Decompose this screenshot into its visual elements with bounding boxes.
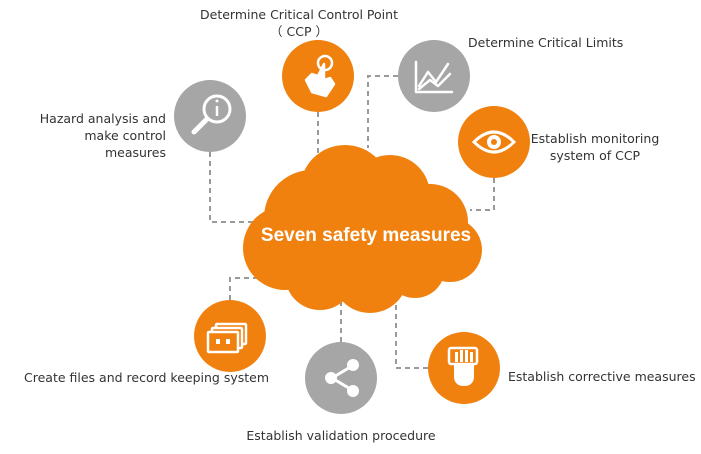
- connector-corrective: [395, 292, 428, 369]
- label-monitoring: Establish monitoring system of CCP: [530, 130, 660, 164]
- label-monitoring-line2: system of CCP: [549, 148, 641, 163]
- connector-hazard: [209, 152, 258, 223]
- label-files: Create files and record keeping system: [24, 369, 284, 386]
- label-hazard-line1: Hazard analysis and: [39, 111, 166, 126]
- label-validation-line1: Establish validation procedure: [246, 428, 436, 443]
- node-files: [194, 300, 266, 372]
- connector-limits: [367, 75, 398, 148]
- node-limits: [398, 40, 470, 112]
- magnifier-info-icon: [191, 94, 232, 135]
- central-cloud: [243, 145, 482, 313]
- label-files-line1: Create files and record keeping system: [24, 370, 270, 385]
- label-validation: Establish validation procedure: [236, 427, 446, 444]
- node-corrective: [428, 332, 500, 404]
- node-validation: [305, 342, 377, 414]
- label-corrective-line1: Establish corrective measures: [508, 369, 696, 384]
- label-limits: Determine Critical Limits: [468, 34, 668, 51]
- label-ccp-line1: Determine Critical Control Point: [200, 7, 398, 22]
- label-ccp-line2: （ CCP ）: [270, 24, 328, 39]
- node-hazard: [174, 80, 246, 152]
- folders-icon: [206, 322, 248, 354]
- label-hazard: Hazard analysis and make control measure…: [20, 110, 166, 161]
- line-chart-icon: [414, 60, 454, 94]
- touch-hand-icon: [304, 54, 336, 98]
- hand-stop-icon: [447, 346, 479, 386]
- label-ccp: Determine Critical Control Point （ CCP ）: [184, 6, 414, 40]
- label-monitoring-line1: Establish monitoring: [530, 131, 660, 146]
- node-ccp: [282, 40, 354, 112]
- node-monitoring: [458, 106, 530, 178]
- share-icon: [325, 359, 359, 397]
- label-hazard-line2: make control measures: [84, 128, 166, 160]
- label-corrective: Establish corrective measures: [508, 368, 698, 385]
- connector-monitoring: [470, 178, 495, 211]
- eye-icon: [471, 130, 517, 154]
- cloud-title: Seven safety measures: [261, 225, 471, 246]
- label-limits-line1: Determine Critical Limits: [468, 35, 624, 50]
